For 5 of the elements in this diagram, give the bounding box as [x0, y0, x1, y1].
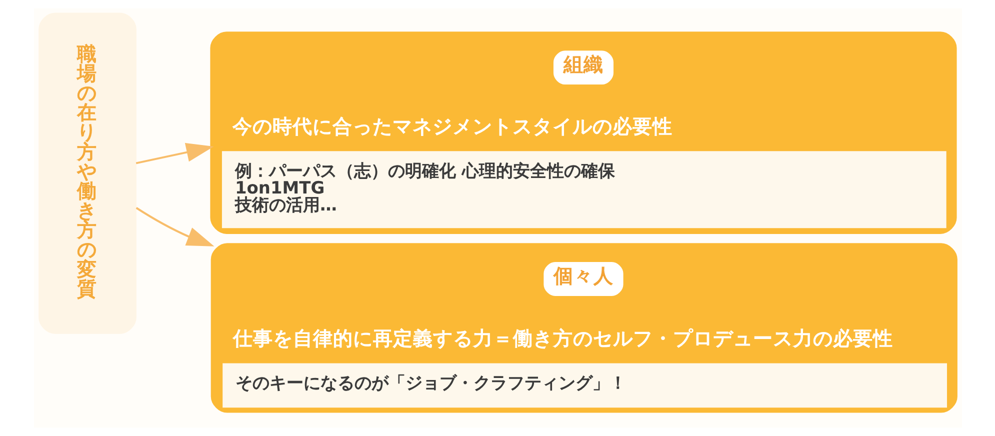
node-box: 個々人 — [543, 262, 623, 296]
arrow — [135, 207, 214, 246]
node-box: 職場の在り方や働き方の変質 — [38, 12, 136, 334]
node-box: 組織 — [552, 50, 614, 85]
arrow — [135, 142, 214, 164]
